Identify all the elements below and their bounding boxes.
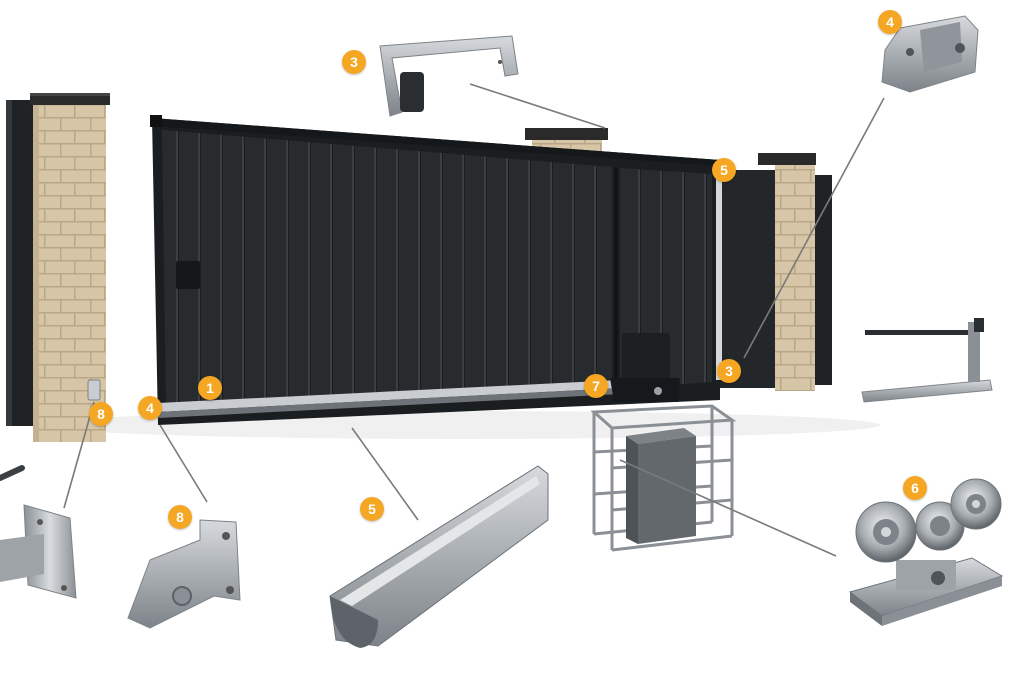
right-pillar (758, 153, 816, 391)
top-guide-bracket-part (379, 35, 519, 117)
left-pillar (30, 93, 110, 442)
leader-end-catcher (743, 97, 885, 359)
gate-end-post (716, 175, 722, 380)
callout-1-bottom-rail: 1 (198, 376, 222, 400)
sliding-gate-leaf (150, 115, 720, 425)
leader-end-roller (159, 424, 208, 503)
catcher-bracket-part (127, 519, 241, 629)
roller-carriage-part (848, 478, 1004, 626)
leader-guide-rail (351, 427, 419, 521)
right-fence-section (720, 170, 832, 388)
ground-catcher-plate-part (861, 318, 993, 403)
pillar-catcher (87, 379, 101, 401)
guide-rail-profile-part (329, 465, 549, 648)
callout-6-roller-carriage-part: 6 (903, 476, 927, 500)
foundation-block-part (626, 428, 696, 544)
callout-4-end-catcher-part: 4 (878, 10, 902, 34)
callout-5-end-post-on-gate: 5 (712, 158, 736, 182)
leader-roller-carriage (619, 459, 837, 557)
top-end-catcher-part (881, 15, 979, 93)
callout-8-catcher-bracket-part: 8 (168, 505, 192, 529)
leader-pillar-catcher (63, 401, 95, 509)
gate-bottom-rail (158, 380, 620, 418)
callout-3-top-guide-on-gate: 3 (717, 359, 741, 383)
callout-5-guide-rail-part: 5 (360, 497, 384, 521)
left-mounting-bracket-part (0, 465, 77, 599)
gate-lock-box (176, 261, 200, 289)
leader-lines (63, 83, 885, 557)
gate-motor (610, 333, 680, 402)
callout-7-motor-on-gate: 7 (584, 374, 608, 398)
callout-4-end-roller-on-gate: 4 (138, 396, 162, 420)
leader-top-guide (469, 83, 606, 129)
callout-8-catcher-on-pillar: 8 (89, 402, 113, 426)
callout-3-top-guide-part: 3 (342, 50, 366, 74)
left-fence-section (6, 100, 36, 426)
